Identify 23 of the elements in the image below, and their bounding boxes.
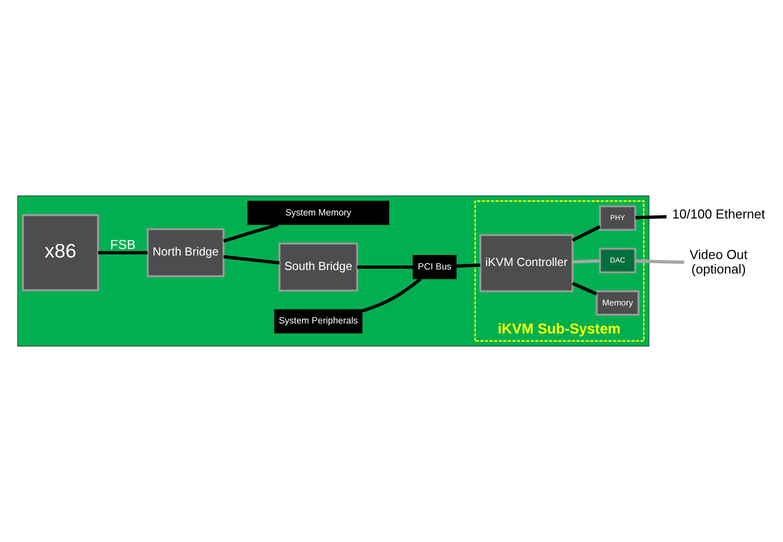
connector xyxy=(572,259,600,264)
node-text: 10/100 Ethernet xyxy=(672,206,766,222)
connector xyxy=(572,225,601,242)
connector xyxy=(635,215,667,220)
node-box: South Bridge xyxy=(278,242,358,292)
node-box: System Peripherals xyxy=(274,309,362,334)
node-box: x86 xyxy=(22,214,100,292)
cluster xyxy=(17,196,650,346)
node-box: System Memory xyxy=(247,200,390,225)
connector xyxy=(223,255,280,265)
connector xyxy=(98,251,148,254)
connector xyxy=(635,259,684,264)
node-text: Video Out (optional) xyxy=(690,247,748,277)
connector xyxy=(456,264,480,268)
connector xyxy=(223,223,279,243)
connector xyxy=(362,278,422,312)
connector xyxy=(572,282,598,296)
node-box: North Bridge xyxy=(146,228,225,278)
node-box: Memory xyxy=(596,290,640,316)
node-box: iKVM Controller xyxy=(479,234,574,292)
connector xyxy=(357,265,413,269)
node-box: PCI Bus xyxy=(412,254,457,280)
edge-label: FSB xyxy=(110,236,136,252)
